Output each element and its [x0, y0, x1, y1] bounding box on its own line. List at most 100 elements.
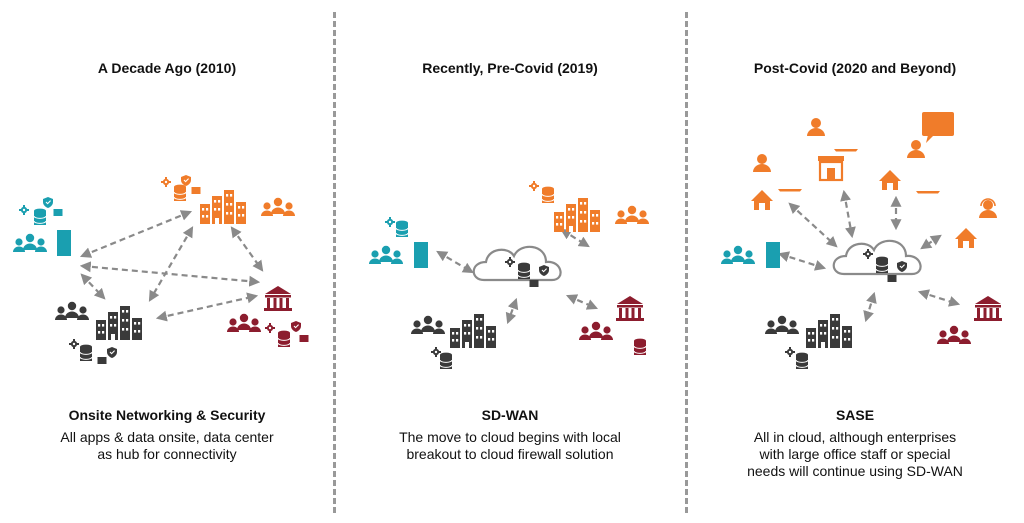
description-line: with large office staff or special [759, 446, 951, 462]
database-icon [795, 352, 809, 370]
branch-office-teal [369, 217, 428, 268]
panel-decade-ago: A Decade Ago (2010) [0, 0, 334, 523]
data-center-dark [55, 301, 142, 364]
panel-post-covid: Post-Covid (2020 and Beyond) [686, 0, 1024, 523]
branch-office-teal [13, 196, 71, 256]
headset-user-icon [979, 198, 997, 218]
lock-icon [299, 330, 309, 342]
building-icon [200, 190, 246, 224]
shield-icon [180, 174, 192, 187]
description-line: breakout to cloud firewall solution [406, 446, 614, 462]
divider-1 [333, 12, 336, 513]
bank-icon [974, 296, 1002, 321]
panel-heading: SASE [835, 407, 875, 423]
database-icon [875, 256, 889, 274]
user-icon [907, 140, 925, 158]
database-icon [79, 344, 93, 362]
database-icon [173, 184, 187, 202]
users-icon [765, 315, 799, 334]
user-icon [753, 154, 771, 172]
database-icon [277, 330, 291, 348]
cloud-icon [472, 245, 562, 282]
building-icon [414, 242, 428, 268]
shield-icon [42, 196, 54, 209]
bank-icon [616, 296, 644, 321]
bank-branch-maroon [227, 286, 309, 348]
building-icon [806, 314, 852, 348]
connection-arrow [917, 289, 961, 307]
gear-icon [161, 177, 171, 187]
database-icon [541, 186, 555, 204]
connection-arrow [79, 261, 261, 287]
laptop-icon [916, 178, 940, 194]
gear-icon [19, 205, 29, 215]
home-icon [751, 190, 773, 210]
gear-icon [265, 323, 275, 333]
connection-arrow [80, 273, 106, 300]
laptop-icon [778, 176, 802, 192]
users-icon [721, 245, 755, 264]
users-icon [579, 321, 613, 340]
shield-icon [290, 320, 302, 333]
hq-orange [161, 174, 295, 224]
data-center-dark [765, 314, 852, 370]
panel-description: The move to cloud begins with local brea… [334, 429, 686, 463]
description-line: The move to cloud begins with local [399, 429, 621, 445]
connection-arrow [863, 291, 877, 323]
description-line: needs will continue using SD-WAN [747, 463, 963, 479]
database-icon [33, 208, 47, 226]
home-icon [879, 170, 901, 190]
database-icon [395, 220, 409, 238]
connection-arrow [148, 226, 194, 302]
gear-icon [529, 181, 539, 191]
panel-pre-covid: Recently, Pre-Covid (2019) [334, 0, 686, 523]
bank-branch-maroon [937, 296, 1002, 344]
description-line: as hub for connectivity [97, 446, 237, 462]
users-icon [615, 205, 649, 224]
shield-icon [106, 346, 118, 359]
connection-arrow [788, 202, 838, 248]
network-diagram-2019 [369, 181, 649, 370]
gear-icon [785, 347, 795, 357]
users-icon [411, 315, 445, 334]
panel-title: Recently, Pre-Covid (2019) [422, 60, 598, 76]
gear-icon [69, 339, 79, 349]
building-icon [96, 306, 142, 340]
store-icon [818, 156, 844, 182]
lock-icon [53, 204, 63, 216]
hq-orange [529, 181, 649, 232]
database-icon [517, 262, 531, 280]
users-icon [55, 301, 89, 320]
panel-description: All in cloud, although enterprises with … [686, 429, 1024, 480]
bank-icon [264, 286, 292, 311]
connection-arrow [560, 228, 590, 248]
panel-title: Post-Covid (2020 and Beyond) [753, 60, 957, 76]
panel-description: All apps & data onsite, data center as h… [0, 429, 334, 463]
connection-arrow [505, 297, 519, 325]
network-diagram-2020 [721, 112, 1002, 370]
users-icon [13, 233, 47, 252]
panel-heading: Onsite Networking & Security [68, 407, 266, 423]
connection-arrow [230, 226, 264, 272]
users-icon [937, 325, 971, 344]
users-icon [261, 197, 295, 216]
chat-bubble-icon [922, 112, 954, 143]
branch-office-teal [721, 242, 780, 268]
connection-arrow [920, 234, 942, 250]
building-icon [766, 242, 780, 268]
laptop-icon [834, 136, 858, 152]
building-icon [554, 198, 600, 232]
panel-title: A Decade Ago (2010) [97, 60, 237, 76]
description-line: All apps & data onsite, data center [60, 429, 274, 445]
connection-arrow [840, 189, 856, 239]
users-icon [369, 245, 403, 264]
database-icon [633, 338, 647, 356]
lock-icon [191, 182, 201, 194]
divider-2 [685, 12, 688, 513]
remote-workers-orange [751, 112, 997, 248]
description-line: All in cloud, although enterprises [753, 429, 957, 445]
gear-icon [431, 347, 441, 357]
connection-arrow [777, 251, 827, 271]
database-icon [439, 352, 453, 370]
users-icon [227, 313, 261, 332]
